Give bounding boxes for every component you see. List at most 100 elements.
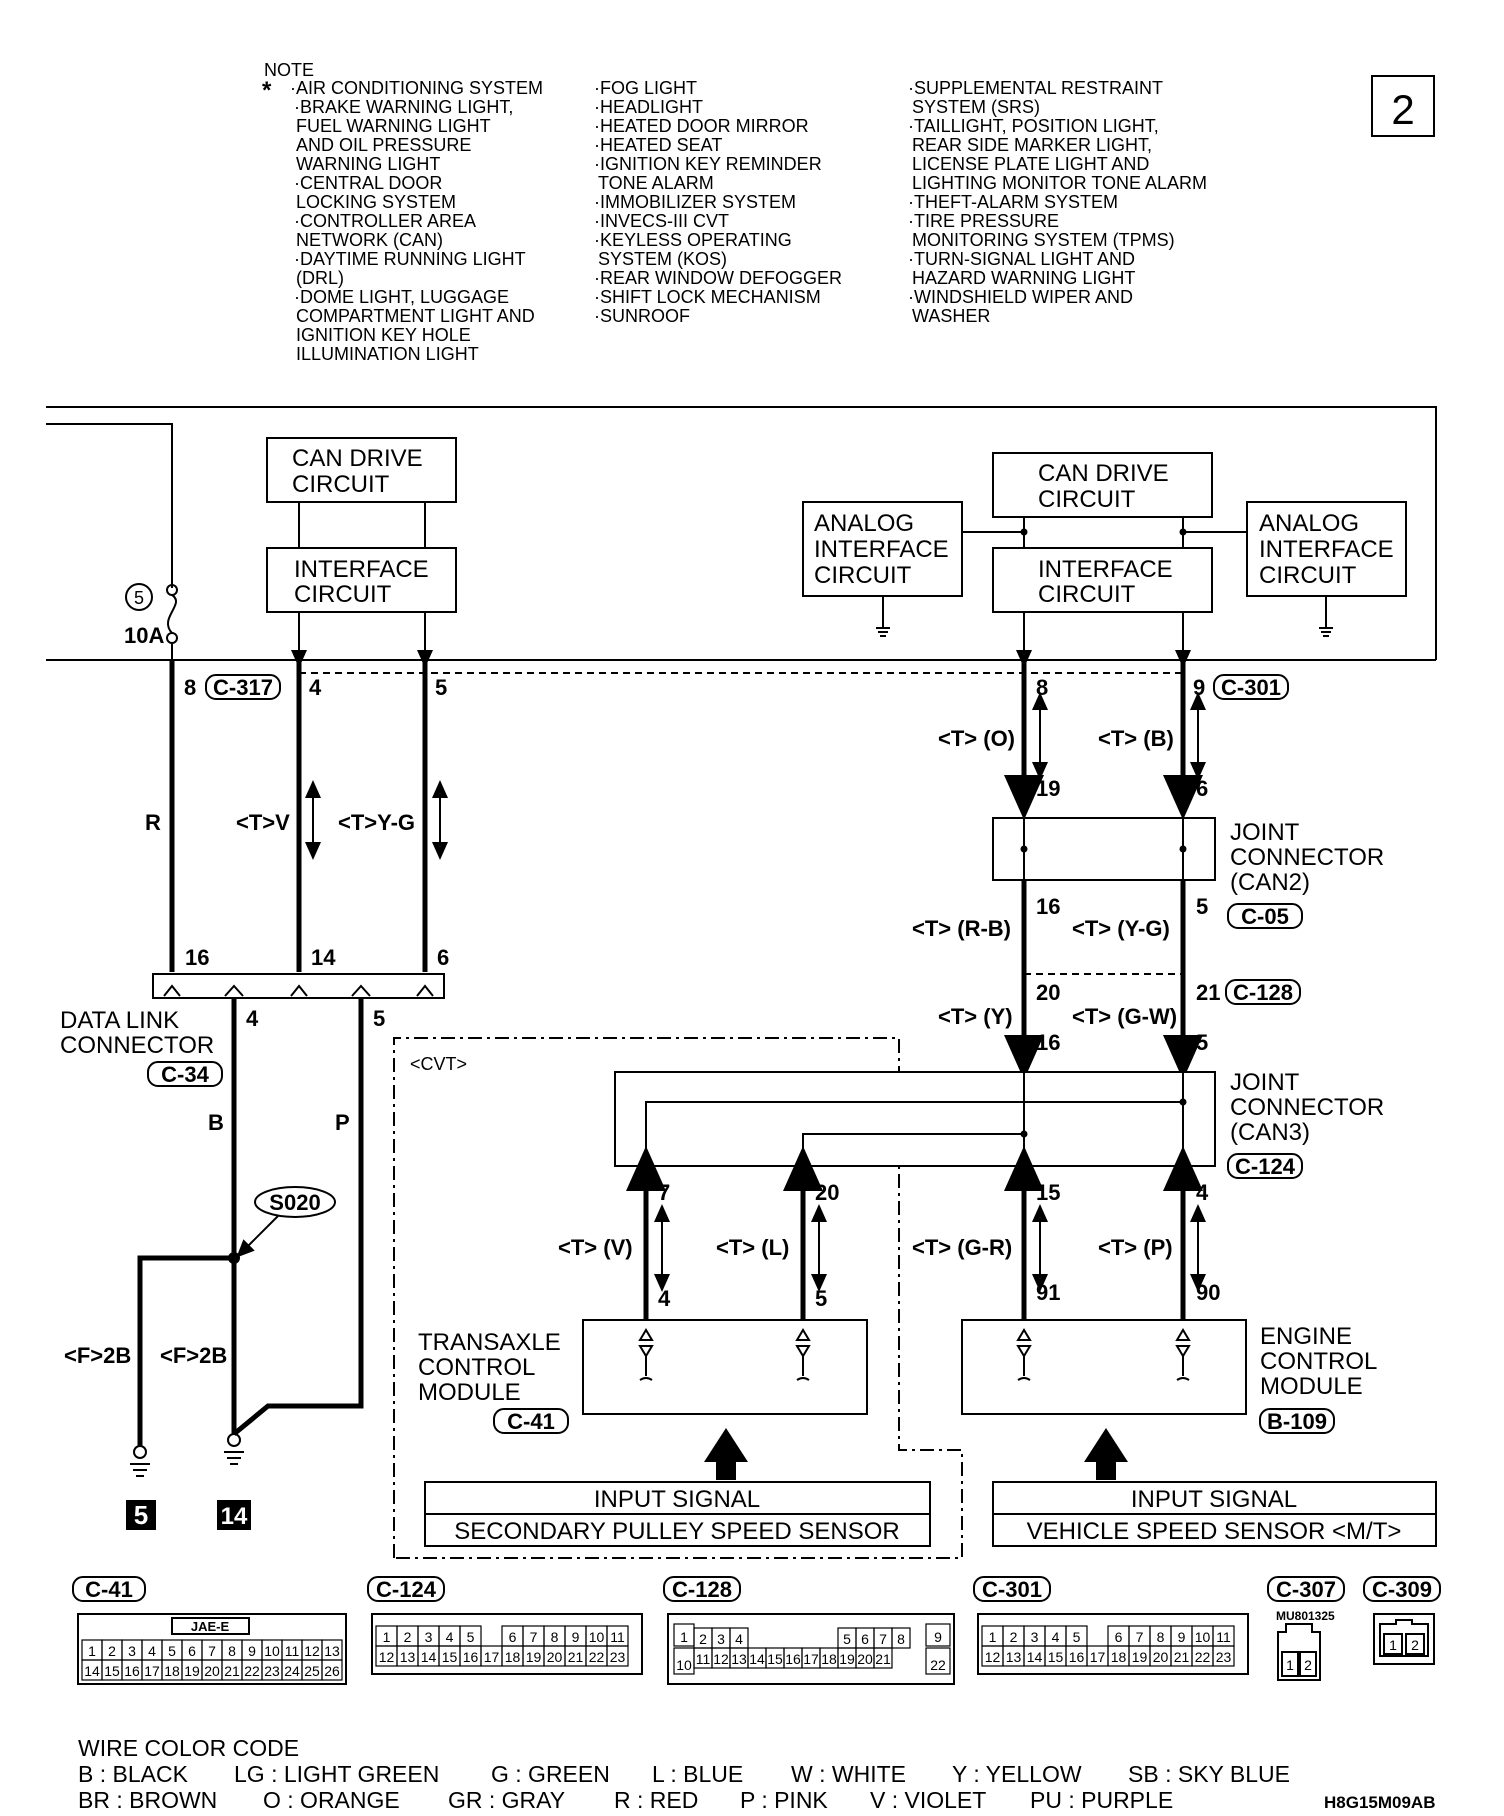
pin-number: 6 [1115, 1629, 1123, 1645]
pin-number: 1 [680, 1629, 688, 1645]
transceiver-icon [1175, 1328, 1191, 1381]
pin-number: 21 [224, 1663, 240, 1679]
joint-label: (CAN3) [1230, 1119, 1310, 1146]
pin-number: 15 [104, 1663, 120, 1679]
pin-number: 10 [589, 1629, 605, 1645]
module-label: TRANSAXLE [418, 1329, 561, 1356]
ground-symbol-icon [130, 1463, 150, 1477]
pin-label: 6 [1196, 776, 1208, 801]
transceiver-icon [795, 1328, 811, 1381]
note-item: ·IGNITION KEY REMINDER [594, 154, 822, 174]
svg-text:2: 2 [1411, 1637, 1419, 1653]
pin-number: 4 [735, 1631, 743, 1647]
note-item: SYSTEM (KOS) [598, 249, 727, 269]
wire-color-code: WIRE COLOR CODE B : BLACK LG : LIGHT GRE… [78, 1735, 1436, 1813]
pin-number: 2 [404, 1629, 412, 1645]
pin-number: 22 [244, 1663, 260, 1679]
pin-number: 14 [1027, 1649, 1043, 1665]
pin-number: 13 [324, 1643, 340, 1659]
note-item: ·TURN-SIGNAL LIGHT AND [908, 249, 1135, 269]
pin-number: 9 [1178, 1629, 1186, 1645]
pin-number: 5 [168, 1643, 176, 1659]
pin-number: 7 [879, 1631, 887, 1647]
pin-number: 16 [124, 1663, 140, 1679]
pin-number: 16 [785, 1651, 801, 1667]
color-code: BR : BROWN [78, 1787, 217, 1813]
pin-label: 19 [1036, 776, 1060, 801]
pin-number: 18 [164, 1663, 180, 1679]
input-signal-title: INPUT SIGNAL [1131, 1486, 1297, 1513]
page-number-box: 2 [1371, 75, 1435, 137]
pin-number: 4 [446, 1629, 454, 1645]
right-unit: CAN DRIVE CIRCUIT ANALOG INTERFACE CIRCU… [802, 452, 1407, 668]
connector-label: C-128 [672, 1577, 732, 1602]
pin-label: 5 [1196, 1030, 1208, 1055]
pin-cell [891, 1627, 911, 1649]
pin-label: 4 [309, 675, 322, 700]
wire-color-label: <T> (Y) [938, 1004, 1013, 1029]
interface-circuit-right [992, 547, 1213, 613]
input-signal-name: SECONDARY PULLEY SPEED SENSOR [454, 1518, 900, 1545]
pin-number: 9 [572, 1629, 580, 1645]
figure-code: H8G15M09AB [1324, 1793, 1436, 1812]
can-drive-label: CIRCUIT [292, 471, 390, 498]
pin-number: 11 [610, 1629, 625, 1645]
pin-number: 17 [803, 1651, 819, 1667]
pin-label: 21 [1196, 980, 1220, 1005]
joint-label: JOINT [1230, 819, 1300, 846]
color-code: R : RED [614, 1787, 698, 1813]
pin-number: 15 [442, 1649, 458, 1665]
pin-number: 1 [989, 1629, 997, 1645]
pin-number: 3 [1031, 1629, 1039, 1645]
module-label: MODULE [1260, 1373, 1363, 1400]
pin-number: 13 [731, 1651, 747, 1667]
pin-number: 25 [304, 1663, 320, 1679]
note-item: ·SUPPLEMENTAL RESTRAINT [908, 78, 1163, 98]
right-wiring: <T> (O) <T> (B) 19 6 JOINT CONNECTOR (CA… [558, 660, 1384, 1320]
pin-number: 19 [839, 1651, 855, 1667]
transceiver-icon [638, 1328, 654, 1381]
note-item: ·INVECS-III CVT [594, 211, 729, 231]
note-col3: ·SUPPLEMENTAL RESTRAINT SYSTEM (SRS) ·TA… [908, 78, 1207, 326]
connector-c301: 8 9 C-301 [1036, 674, 1289, 700]
can-drive-label: CIRCUIT [1038, 486, 1136, 513]
pin-number: 19 [184, 1663, 200, 1679]
input-signal-name: VEHICLE SPEED SENSOR <M/T> [1027, 1518, 1402, 1545]
note-item: WASHER [912, 306, 990, 326]
pin-number: 7 [208, 1643, 216, 1659]
note-item: ·KEYLESS OPERATING [594, 230, 792, 250]
interface-label: CIRCUIT [294, 581, 392, 608]
connector-c317: 8 C-317 4 5 [184, 674, 447, 700]
connector-tag: JAE-E [191, 1619, 230, 1634]
note-item: IGNITION KEY HOLE [296, 325, 471, 345]
pin-number: 14 [84, 1663, 100, 1679]
analog-label: INTERFACE [1259, 536, 1394, 563]
wire-color-label: <T> (G-W) [1072, 1004, 1177, 1029]
joint-label: CONNECTOR [1230, 844, 1384, 871]
pin-label: 4 [658, 1286, 671, 1311]
pin-number: 6 [861, 1631, 869, 1647]
note-item: ·CONTROLLER AREA [294, 211, 476, 231]
pin-number: 16 [1069, 1649, 1085, 1665]
wire-color-label: B [208, 1110, 224, 1135]
fuse: 5 10A [124, 583, 178, 648]
pin-number: 24 [284, 1663, 300, 1679]
pin-number: 17 [144, 1663, 160, 1679]
pin-number: 1 [383, 1629, 391, 1645]
color-code: L : BLUE [652, 1761, 743, 1787]
module-label: CONTROL [1260, 1348, 1377, 1375]
note-item: ·FOG LIGHT [594, 78, 697, 98]
pin-number: 14 [421, 1649, 437, 1665]
pin-number: 2 [108, 1643, 116, 1659]
pin-label: 5 [435, 675, 447, 700]
joint-label: JOINT [1230, 1069, 1300, 1096]
ground-wiring: B P S020 <F>2B <F>2B 5 14 [64, 998, 364, 1530]
pin-number: 15 [1048, 1649, 1064, 1665]
wire-color-label: <T> (B) [1098, 726, 1174, 751]
can-drive-label: CAN DRIVE [292, 445, 423, 472]
pin-label: 5 [815, 1286, 827, 1311]
dlc-label: CONNECTOR [60, 1032, 214, 1059]
pin-cell [321, 1659, 343, 1681]
pin-number: 26 [324, 1663, 340, 1679]
connector-label: C-301 [1221, 675, 1281, 700]
